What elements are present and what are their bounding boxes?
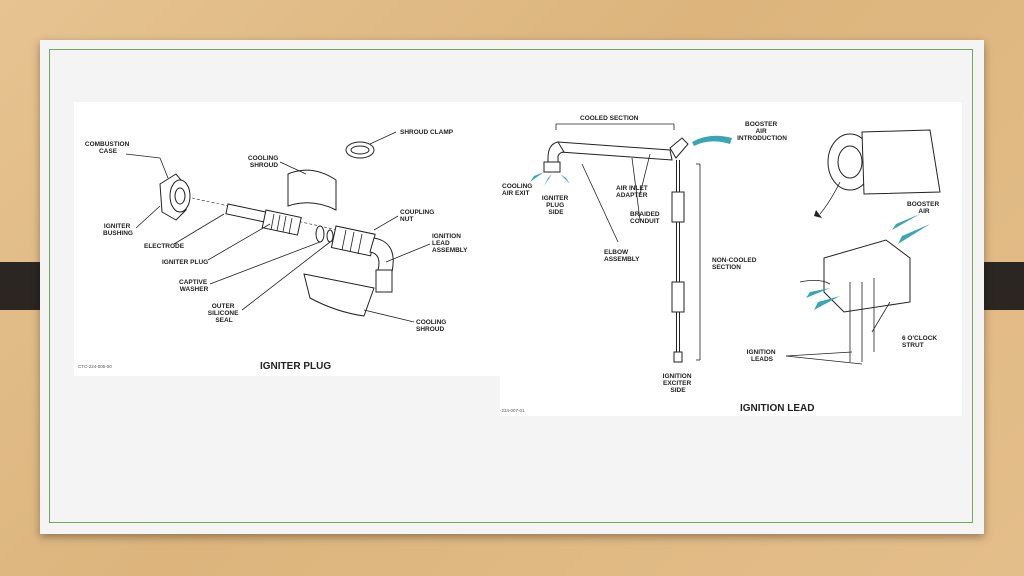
figure-id-a: CTC-224-005-00 <box>78 364 112 369</box>
label-captive-washer: CAPTIVE WASHER <box>179 279 209 293</box>
ignition-lead-diagram: COOLED SECTION BOOSTER AIR INTRODUCTION … <box>500 115 941 414</box>
label-combustion-case: COMBUSTION CASE <box>85 141 131 155</box>
label-booster-air: BOOSTER AIR <box>907 201 941 215</box>
slide-border <box>49 49 973 523</box>
ignition-lead-figure: COOLED SECTION BOOSTER AIR INTRODUCTION … <box>500 102 962 416</box>
cooling-air-exit-arrows <box>530 172 552 186</box>
label-electrode: ELECTRODE <box>144 243 185 250</box>
label-shroud-clamp: SHROUD CLAMP <box>400 129 454 136</box>
label-outer-silicone-seal: OUTER SILICONE SEAL <box>208 303 241 324</box>
figure-title-ignition-lead: IGNITION LEAD <box>740 403 814 414</box>
shroud-clamp-part <box>345 141 375 159</box>
igniter-side-arrow <box>560 174 570 184</box>
label-cooled-section: COOLED SECTION <box>580 115 639 122</box>
cooled-lead-part <box>543 137 689 173</box>
non-cooled-lead-part <box>671 160 685 363</box>
label-elbow-assembly: ELBOW ASSEMBLY <box>604 249 640 263</box>
engine-nozzle-sketch <box>814 129 941 218</box>
silicone-seal-part <box>326 229 334 243</box>
label-non-cooled-section: NON-COOLED SECTION <box>712 257 758 271</box>
label-ignition-leads: IGNITION LEADS <box>747 349 778 363</box>
combustion-case-part <box>159 173 191 221</box>
cooled-section-bracket <box>555 123 675 130</box>
label-booster-air-introduction: BOOSTER AIR INTRODUCTION <box>737 121 787 142</box>
booster-air-intro-arrow <box>692 135 732 146</box>
label-6-oclock-strut: 6 O'CLOCK STRUT <box>902 335 939 349</box>
slide: COMBUSTION CASE IGNITER BUSHING ELECTROD… <box>40 40 984 534</box>
cooling-shroud-top-part <box>287 169 337 211</box>
label-cooling-air-exit: COOLING AIR EXIT <box>502 183 534 197</box>
label-igniter-bushing: IGNITER BUSHING <box>103 223 133 237</box>
leader-lines-b <box>581 153 891 365</box>
non-cooled-section-bracket <box>696 163 701 361</box>
igniter-plug-diagram: COMBUSTION CASE IGNITER BUSHING ELECTROD… <box>78 129 468 372</box>
label-air-inlet-adapter: AIR INLET ADAPTER <box>616 185 650 199</box>
label-ignition-exciter-side: IGNITION EXCITER SIDE <box>663 373 694 394</box>
captive-washer-part <box>315 225 325 243</box>
label-cooling-shroud-bottom: COOLING SHROUD <box>416 319 448 333</box>
igniter-plug-part <box>225 203 302 236</box>
strut-exit-arrows <box>806 288 840 310</box>
figure-id-b: -224-007-01 <box>500 408 525 413</box>
igniter-plug-figure: COMBUSTION CASE IGNITER BUSHING ELECTROD… <box>74 102 500 376</box>
label-ignition-lead-assembly: IGNITION LEAD ASSEMBLY <box>432 233 468 254</box>
ignition-lead-assembly-part <box>330 225 394 293</box>
label-coupling-nut: COUPLING NUT <box>400 209 436 223</box>
label-braided-conduit: BRAIDED CONDUIT <box>630 211 661 225</box>
booster-air-arrows <box>892 214 930 244</box>
label-igniter-plug: IGNITER PLUG <box>162 259 208 266</box>
label-cooling-shroud-top: COOLING SHROUD <box>248 155 280 169</box>
label-igniter-plug-side: IGNITER PLUG SIDE <box>542 195 570 216</box>
leader-lines <box>125 131 431 323</box>
cooling-shroud-bottom-part <box>303 273 375 317</box>
figure-title-igniter-plug: IGNITER PLUG <box>260 361 331 372</box>
strut-sketch <box>799 239 911 362</box>
